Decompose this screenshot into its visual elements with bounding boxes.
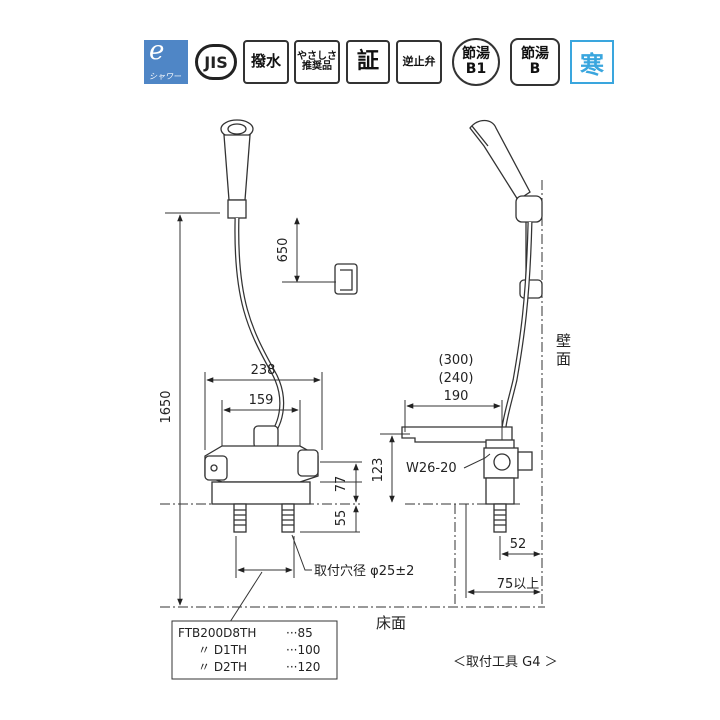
model-name-3: 〃 D2TH [198,660,247,674]
leg-side [493,503,507,533]
wall-hook-front [334,263,358,295]
save-hot-b-bottom: B [529,61,541,77]
dim-123: 123 [371,458,386,483]
jis-text: JIS [204,52,228,72]
dim-w26: W26-20 [406,461,457,476]
save-hot-b1-top: 節湯 [462,46,490,63]
certificate-text: 証 [356,49,379,75]
model-name-2: 〃 D1TH [198,643,247,657]
model-value-2: ···100 [286,643,320,657]
dim-238: 238 [251,363,276,378]
faucet-body-front [204,425,319,505]
save-hot-b-top: 節湯 [521,46,549,63]
eco-shower-badge: e シャワー [144,36,188,84]
floor-label: 床面 [376,614,406,632]
dim-159: 159 [249,393,274,408]
dim-55: 55 [334,510,349,527]
shower-head-front [220,119,254,219]
friendly-badge: やさしさ 推奨品 [294,40,340,84]
save-hot-b-badge: 節湯 B [510,38,560,86]
mounting-legs [233,503,295,533]
model-value-1: ···85 [286,626,313,640]
cold-region-text: 寒 [580,50,604,79]
front-view [204,119,358,533]
side-dimensions [380,400,541,598]
dim-240: (240) [439,371,474,386]
dim-190: 190 [444,389,469,404]
check-valve-badge: 逆止弁 [396,40,442,84]
model-name-1: FTB200D8TH [178,626,256,640]
dim-1650: 1650 [159,390,174,423]
shower-head-side [469,119,531,201]
front-dimensions [165,212,362,623]
model-value-3: ···120 [286,660,320,674]
friendly-text-2: 推奨品 [302,61,332,72]
wall-label-2: 面 [556,350,571,368]
check-valve-text: 逆止弁 [402,55,436,69]
eco-shower-mark: e [149,36,165,66]
dim-75: 75以上 [497,577,540,592]
tool-label: ＜取付工具 G4 ＞ [453,655,558,670]
dim-52: 52 [510,537,527,552]
dim-650: 650 [276,238,291,263]
water-repellent-text: 撥水 [250,52,281,71]
save-hot-b1-bottom: B1 [465,61,487,77]
dim-300: (300) [439,353,474,368]
dim-77: 77 [334,476,349,493]
spout-side [401,426,533,505]
water-repellent-badge: 撥水 [243,40,289,84]
friendly-text-1: やさしさ [297,50,337,62]
jis-badge: JIS [195,44,237,80]
save-hot-b1-badge: 節湯 B1 [452,38,500,86]
side-view [401,119,543,533]
reference-lines [160,180,545,608]
cold-region-badge: 寒 [570,40,614,84]
hole-diameter: 取付穴径 φ25±2 [314,564,414,579]
certificate-badge: 証 [346,40,390,84]
eco-shower-text: シャワー [149,72,181,81]
model-table: FTB200D8TH ···85 〃 D1TH ···100 〃 D2TH ··… [171,620,338,680]
wall-label-1: 壁 [556,332,571,350]
